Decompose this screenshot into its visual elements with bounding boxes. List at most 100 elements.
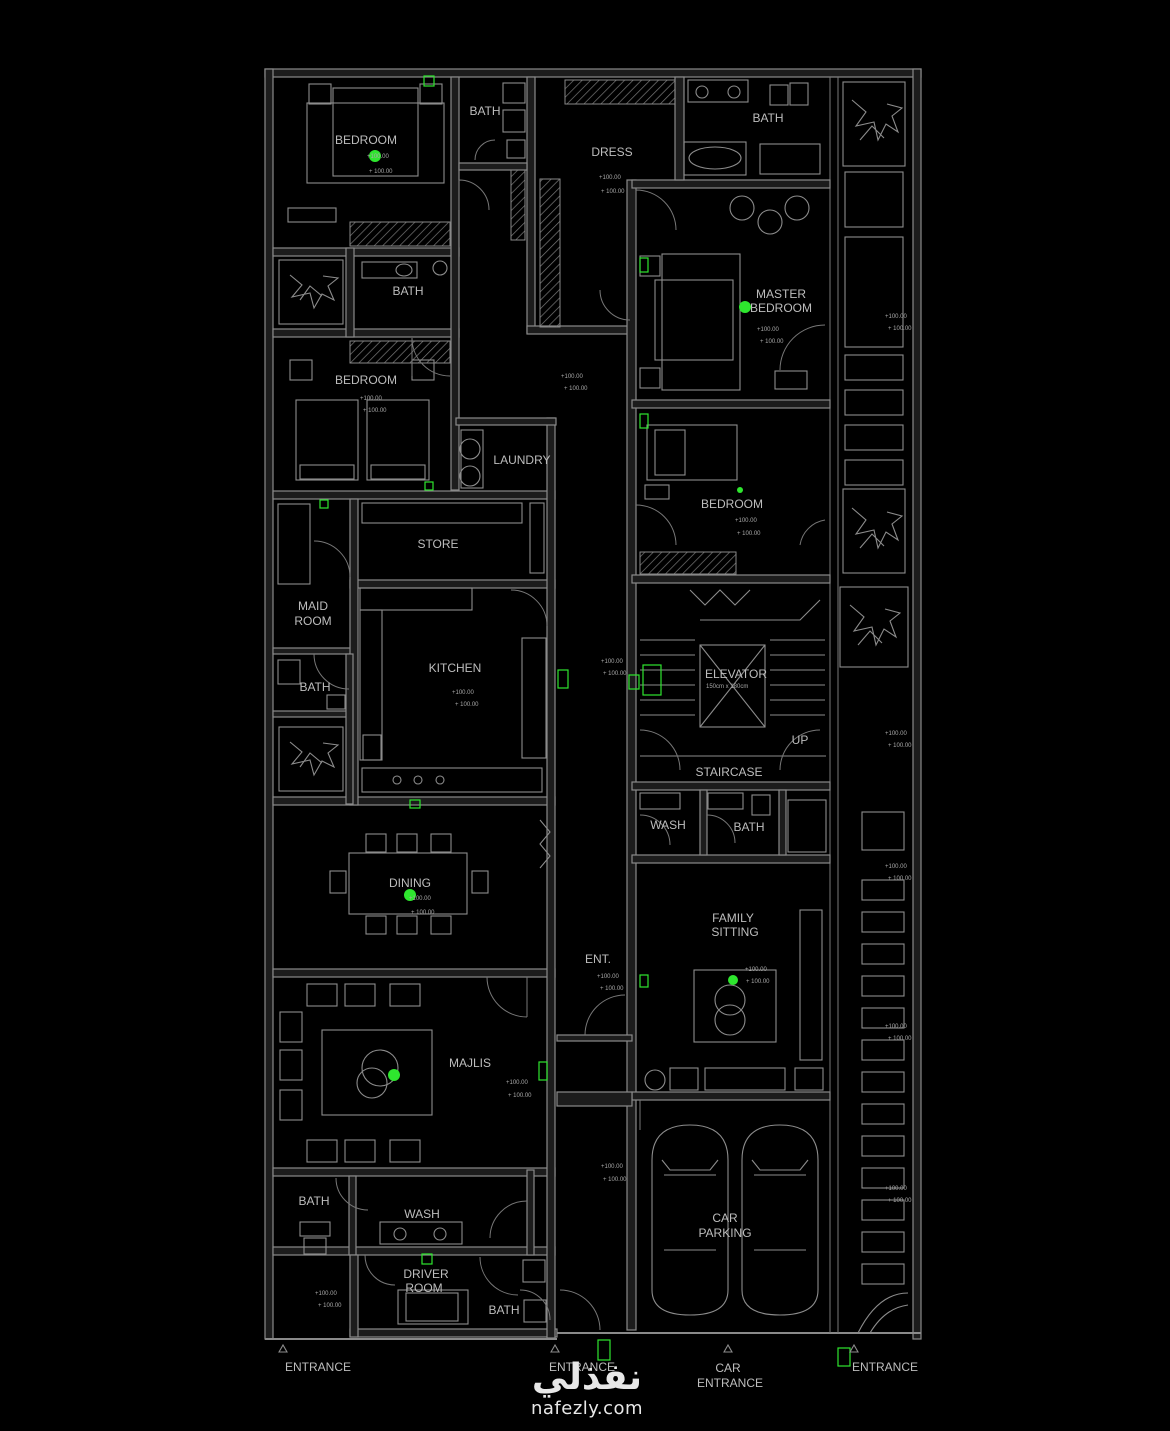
bedroom-1-furniture bbox=[287, 83, 445, 223]
planter bbox=[278, 259, 344, 325]
level-bottom: + 100.00 bbox=[760, 339, 784, 345]
master-bedroom-furniture bbox=[639, 195, 810, 391]
family-sitting-label-line2: SITTING bbox=[711, 925, 758, 939]
entrance-markers bbox=[278, 1343, 859, 1353]
laundry-label: LAUNDRY bbox=[493, 453, 550, 467]
watermark-url: nafezly.com bbox=[530, 1398, 644, 1419]
level-bottom: + 100.00 bbox=[411, 910, 435, 916]
level-top: +100.00 bbox=[315, 1291, 338, 1297]
elevator-and-stairs bbox=[640, 589, 826, 757]
level-top: +100.00 bbox=[885, 1186, 908, 1192]
staircase-label: STAIRCASE bbox=[695, 765, 762, 779]
level-bottom: + 100.00 bbox=[888, 1036, 912, 1042]
bath-label: BATH bbox=[392, 284, 423, 298]
maid-room-label-line1: MAID bbox=[298, 599, 328, 613]
annotation-marks bbox=[319, 75, 851, 1367]
level-bottom: + 100.00 bbox=[318, 1303, 342, 1309]
planter bbox=[842, 81, 906, 167]
driver-room-label-line1: DRIVER bbox=[403, 1267, 449, 1281]
interior-walls bbox=[272, 76, 831, 1339]
driver-room-furniture bbox=[397, 1289, 469, 1325]
store-label: STORE bbox=[417, 537, 458, 551]
level-bottom: + 100.00 bbox=[888, 743, 912, 749]
level-bottom: + 100.00 bbox=[888, 1198, 912, 1204]
outer-walls bbox=[264, 68, 922, 1340]
dining-furniture bbox=[329, 819, 551, 935]
level-bottom: + 100.00 bbox=[603, 671, 627, 677]
wash-label: WASH bbox=[650, 818, 686, 832]
level-top: +100.00 bbox=[506, 1080, 529, 1086]
level-top: +100.00 bbox=[597, 974, 620, 980]
level-top: +100.00 bbox=[735, 518, 758, 524]
watermark-logo: نفذلي nafezly.com bbox=[512, 1358, 662, 1420]
level-top: +100.00 bbox=[885, 731, 908, 737]
car-entrance-label-line2: ENTRANCE bbox=[697, 1376, 763, 1390]
maid-room-label-line2: ROOM bbox=[294, 614, 331, 628]
car-parking-label-line2: PARKING bbox=[698, 1226, 751, 1240]
level-bottom: + 100.00 bbox=[888, 326, 912, 332]
planters bbox=[278, 81, 909, 1334]
level-top: +100.00 bbox=[601, 1164, 624, 1170]
level-bottom: + 100.00 bbox=[564, 386, 588, 392]
entrance-label-center: ENTRANCE bbox=[549, 1360, 615, 1374]
level-bottom: + 100.00 bbox=[369, 169, 393, 175]
entrance-labels: ENTRANCE ENTRANCE CAR ENTRANCE ENTRANCE bbox=[285, 1360, 918, 1390]
bedroom-label: BEDROOM bbox=[335, 373, 397, 387]
wash-label: WASH bbox=[404, 1207, 440, 1221]
driver-room-label-line2: ROOM bbox=[405, 1281, 442, 1295]
entrance-label-right: ENTRANCE bbox=[852, 1360, 918, 1374]
level-bottom: + 100.00 bbox=[508, 1093, 532, 1099]
level-top: +100.00 bbox=[757, 327, 780, 333]
planter bbox=[842, 488, 906, 574]
dining-label: DINING bbox=[389, 876, 431, 890]
family-sitting-furniture bbox=[644, 909, 824, 1091]
level-bottom: + 100.00 bbox=[888, 876, 912, 882]
level-bottom: + 100.00 bbox=[601, 189, 625, 195]
elevator-label: ELEVATOR bbox=[705, 667, 767, 681]
store-furniture bbox=[277, 502, 545, 585]
master-bath-label: BATH bbox=[752, 111, 783, 125]
kitchen-label: KITCHEN bbox=[429, 661, 482, 675]
level-marks: +100.00 + 100.00 +100.00 + 100.00 +100.0… bbox=[315, 154, 912, 1309]
level-bottom: + 100.00 bbox=[737, 531, 761, 537]
level-top: +100.00 bbox=[885, 864, 908, 870]
car-parking-cars bbox=[651, 1124, 819, 1316]
dress-label: DRESS bbox=[591, 145, 632, 159]
up-label: UP bbox=[792, 733, 809, 747]
family-sitting-label-line1: FAMILY bbox=[712, 911, 754, 925]
entrance-label-left: ENTRANCE bbox=[285, 1360, 351, 1374]
level-top: +100.00 bbox=[561, 374, 584, 380]
master-bedroom-label-line2: BEDROOM bbox=[750, 301, 812, 315]
bedroom-label: BEDROOM bbox=[701, 497, 763, 511]
car-entrance-label-line1: CAR bbox=[715, 1361, 741, 1375]
majlis-furniture bbox=[279, 983, 433, 1163]
wardrobes bbox=[349, 79, 737, 575]
level-top: +100.00 bbox=[452, 690, 475, 696]
planter bbox=[857, 1292, 909, 1334]
door-swings bbox=[313, 139, 826, 1331]
level-bottom: + 100.00 bbox=[363, 408, 387, 414]
planter bbox=[278, 726, 344, 792]
level-top: +100.00 bbox=[601, 659, 624, 665]
master-bedroom-label-line1: MASTER bbox=[756, 287, 806, 301]
watermark-arabic: نفذلي bbox=[531, 1357, 643, 1398]
bath-label: BATH bbox=[469, 104, 500, 118]
bedroom-label: BEDROOM bbox=[335, 133, 397, 147]
side-paving bbox=[844, 171, 905, 1285]
level-top: +100.00 bbox=[409, 896, 432, 902]
level-bottom: + 100.00 bbox=[455, 702, 479, 708]
level-top: +100.00 bbox=[885, 314, 908, 320]
level-bottom: + 100.00 bbox=[603, 1177, 627, 1183]
level-top: +100.00 bbox=[360, 396, 383, 402]
bath-label: BATH bbox=[733, 820, 764, 834]
bedroom-2-furniture bbox=[289, 359, 435, 481]
kitchen-furniture bbox=[359, 587, 547, 793]
planter bbox=[839, 586, 909, 668]
bedroom-3-furniture bbox=[644, 424, 738, 500]
level-bottom: + 100.00 bbox=[600, 986, 624, 992]
level-bottom: + 100.00 bbox=[746, 979, 770, 985]
bath-label: BATH bbox=[488, 1303, 519, 1317]
level-top: +100.00 bbox=[745, 967, 768, 973]
bath-label: BATH bbox=[299, 680, 330, 694]
elevator-size-label: 150cm x 180cm bbox=[706, 684, 748, 690]
